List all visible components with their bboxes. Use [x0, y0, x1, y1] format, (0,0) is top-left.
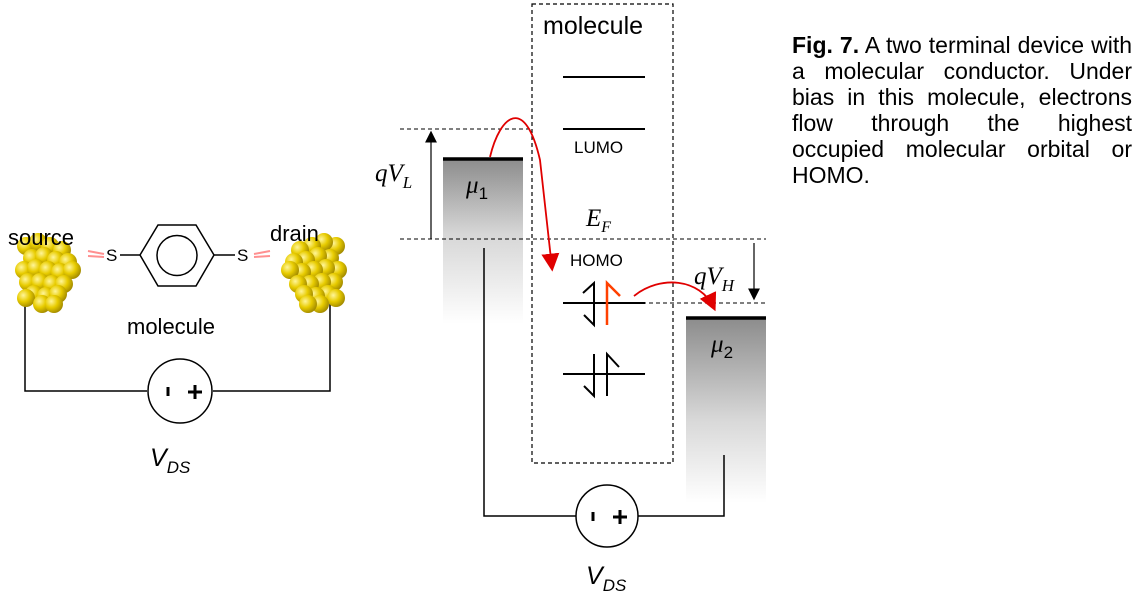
figure-caption: Fig. 7. A two terminal device with a mol…: [792, 32, 1132, 188]
voltage-source-right: [575, 484, 639, 548]
right-wire: [213, 300, 331, 392]
qvl-label: qVL: [375, 160, 412, 192]
qvh-label: qVH: [694, 263, 736, 295]
gold-atom: [63, 261, 81, 279]
right-reservoir: [686, 318, 766, 503]
left-reservoir: [443, 159, 523, 324]
gold-atom: [17, 289, 35, 307]
molecule-box: [531, 3, 674, 464]
electron-flow-arrow-out: [633, 281, 717, 312]
energy-diagram: molecule μ1 μ2 qVL qVH EF LUMO HOMO: [375, 3, 766, 591]
sulfur-right: S: [237, 246, 248, 265]
voltage-source-left: [147, 358, 213, 424]
left-wire: [24, 300, 147, 392]
vds-label-left: VDS: [150, 444, 191, 477]
gold-atom: [45, 295, 63, 313]
mu1-label: μ1: [465, 172, 488, 203]
vds-label-right: VDS: [586, 562, 627, 591]
gold-atom: [281, 261, 299, 279]
bond-left: [87, 250, 105, 258]
electron-flow-arrow-in: [489, 117, 560, 272]
bottom-right-wire: [638, 455, 725, 517]
gold-atom: [327, 289, 345, 307]
caption-text: A two terminal device with a molecular c…: [792, 32, 1133, 188]
bottom-left-wire: [483, 248, 576, 517]
fermi-label: EF: [585, 205, 611, 236]
molecule-label: molecule: [127, 314, 215, 339]
homo-down-spin: [583, 283, 595, 328]
drain-label: drain: [270, 221, 319, 246]
molecule-box-label: molecule: [543, 12, 643, 40]
bond-right: [253, 250, 271, 258]
left-circuit: S S source drain molecule VDS: [8, 221, 347, 477]
sulfur-left: S: [106, 246, 117, 265]
lumo-label: LUMO: [574, 138, 623, 157]
benzene-ring: [120, 224, 235, 287]
caption-prefix: Fig. 7.: [792, 32, 860, 58]
source-label: source: [8, 225, 74, 250]
source-electrode: [15, 233, 81, 313]
mu2-label: μ2: [710, 331, 733, 362]
homo-minus-one-electron-pair: [583, 351, 620, 399]
drain-electrode: [281, 233, 347, 313]
homo-label: HOMO: [570, 251, 623, 270]
gold-atom: [299, 295, 317, 313]
